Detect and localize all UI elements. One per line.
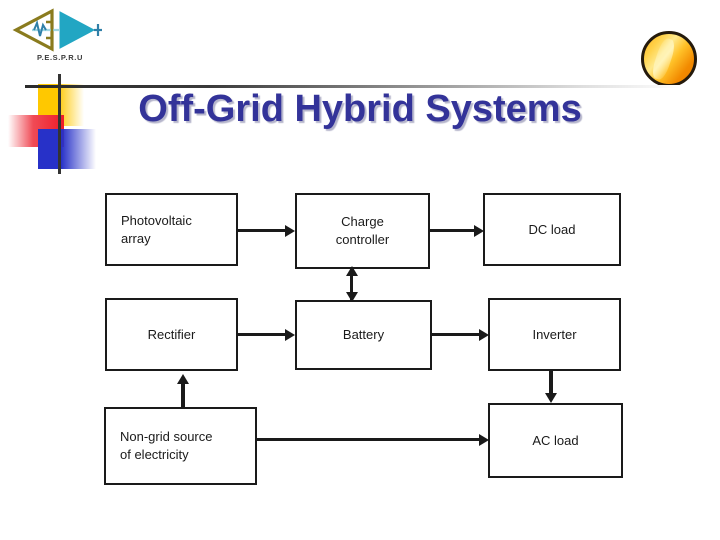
edge-non-grid-to-rectifier — [181, 383, 185, 407]
arrowhead-rectifier-to-battery — [285, 328, 295, 341]
node-label-line2: array — [121, 230, 151, 246]
node-label-line1: Photovoltaic — [121, 212, 192, 228]
node-label: DC load — [528, 221, 576, 237]
arrowhead-charge-controller-to-battery — [345, 292, 358, 302]
node-label-line1: Non-grid source — [120, 429, 213, 445]
diagram-node-charge-controller[interactable]: Charge controller — [295, 193, 430, 269]
node-label: AC load — [532, 432, 579, 448]
arrowhead-battery-to-charge-controller — [345, 266, 358, 276]
diagram-node-dc-load[interactable]: DC load — [483, 193, 621, 266]
page-title: Off-Grid Hybrid Systems — [138, 88, 582, 130]
diagram-node-non-grid-source[interactable]: Non-grid source of electricity — [104, 407, 257, 485]
edge-non-grid-to-ac-load — [257, 438, 480, 441]
sun-icon — [641, 31, 697, 87]
diagram-node-rectifier[interactable]: Rectifier — [105, 298, 238, 371]
edge-charge-controller-battery — [350, 269, 353, 300]
pespru-logo-icon — [12, 8, 102, 52]
node-label-line2: controller — [335, 232, 390, 247]
edge-charge-controller-to-dc-load — [430, 229, 475, 232]
arrowhead-non-grid-to-ac-load — [479, 433, 489, 446]
node-label-line1: Charge — [341, 214, 384, 230]
arrowhead-pv-to-charge-controller — [285, 224, 295, 237]
diagram-node-battery[interactable]: Battery — [295, 300, 432, 370]
edge-inverter-to-ac-load — [549, 371, 553, 395]
arrowhead-battery-to-inverter — [479, 328, 489, 341]
node-label: Rectifier — [147, 326, 196, 342]
organization-logo: P.E.S.P.R.U — [10, 8, 106, 70]
decorative-square-blue — [38, 129, 96, 169]
edge-pv-to-charge-controller — [238, 229, 286, 232]
node-label: Battery — [342, 327, 385, 343]
edge-battery-to-inverter — [432, 333, 480, 336]
arrowhead-non-grid-to-rectifier — [176, 374, 189, 384]
title-underline-rule — [25, 85, 680, 88]
diagram-node-inverter[interactable]: Inverter — [488, 298, 621, 371]
arrowhead-charge-controller-to-dc-load — [474, 224, 484, 237]
arrowhead-inverter-to-ac-load — [544, 393, 557, 403]
diagram-node-photovoltaic-array[interactable]: Photovoltaic array — [105, 193, 238, 266]
decorative-vertical-line — [58, 74, 61, 174]
decorative-squares-group — [0, 60, 240, 174]
edge-rectifier-to-battery — [238, 333, 286, 336]
node-label: Inverter — [532, 326, 577, 342]
node-label-line2: of electricity — [120, 447, 189, 462]
diagram-node-ac-load[interactable]: AC load — [488, 403, 623, 478]
logo-caption: P.E.S.P.R.U — [37, 53, 83, 62]
